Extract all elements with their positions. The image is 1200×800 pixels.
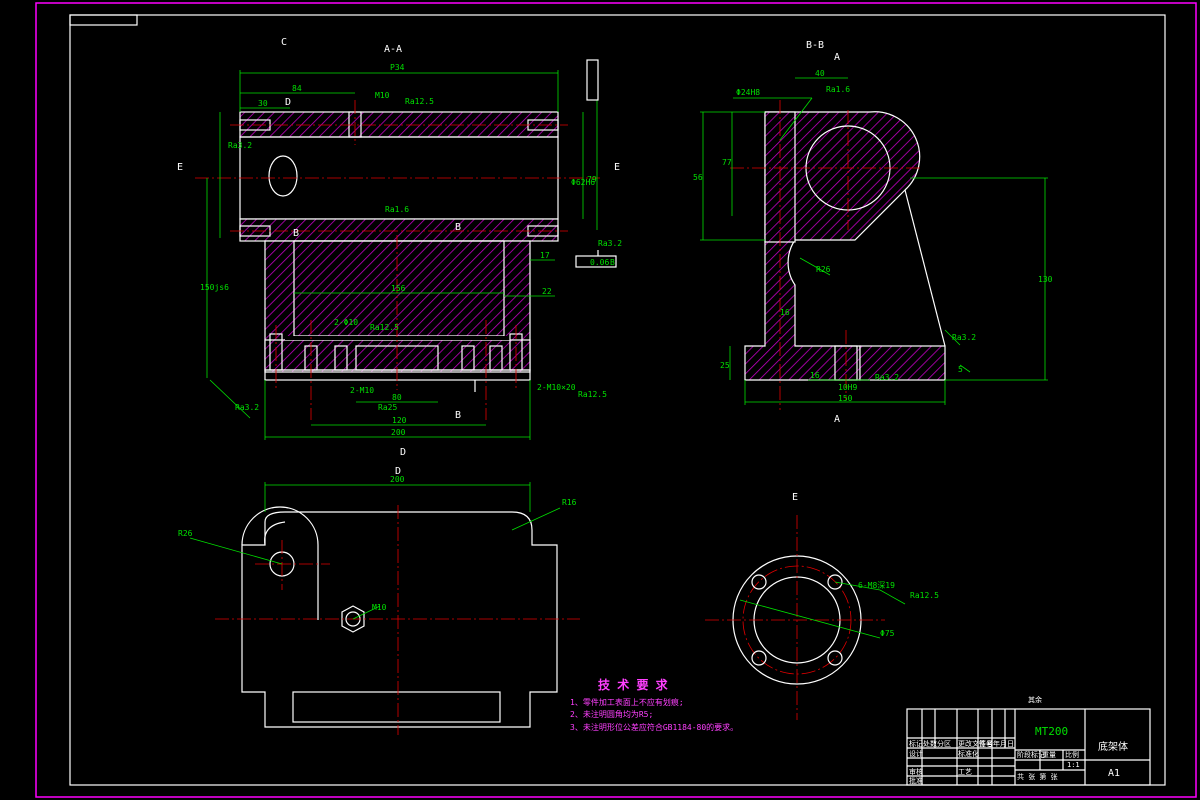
dim-77: 77 (722, 158, 732, 167)
dim-16b: 16 (810, 371, 820, 380)
dim-p34: P34 (390, 63, 405, 72)
dim-r26: R26 (816, 265, 831, 274)
marker-c: C (281, 37, 287, 48)
dim-40: 40 (815, 69, 825, 78)
dim-56: 56 (693, 173, 703, 182)
tb-cell-12: 重量 (1042, 751, 1056, 759)
dim-r26-d: R26 (178, 529, 193, 538)
ra-base: Ra3.2 (875, 373, 899, 382)
dim-25: 25 (720, 361, 730, 370)
ra-top: Ra12.5 (405, 97, 434, 106)
marker-b-section: B (455, 410, 461, 421)
tb-cell-1: 处数 (923, 739, 937, 748)
ra-bore: Ra3.2 (598, 239, 622, 248)
dim-75: Φ75 (880, 629, 895, 638)
dim-m10: M10 (375, 91, 390, 100)
dim-2-phi10: 2-Φ10 (334, 318, 358, 327)
tolerance-datum: B (610, 258, 615, 267)
dim-79: 79 (587, 175, 597, 184)
flange-view-e (705, 515, 906, 720)
notes-title: 技 术 要 求 (598, 677, 669, 692)
code-box (69, 14, 138, 26)
tb-cell-3: 更改文件号 (958, 739, 993, 748)
dim-2-m10: 2-M10 (350, 386, 374, 395)
tb-cell-10: 批准 (909, 776, 923, 785)
dim-120: 120 (392, 416, 407, 425)
dim-30: 30 (258, 99, 268, 108)
tb-cell-4: 签名 (979, 739, 993, 748)
marker-b-upper: B (293, 228, 299, 239)
section-aa-view (195, 59, 617, 440)
marker-a-top: A (834, 52, 840, 63)
dim-bore-62: Φ62H6 (571, 178, 595, 187)
ra-right: Ra3.2 (952, 333, 976, 342)
view-title-aa: A-A (384, 44, 402, 55)
ra-mid: Ra1.6 (385, 205, 409, 214)
view-title-e: E (792, 492, 798, 503)
marker-d-bottom: D (400, 447, 406, 458)
tolerance-value: 0.06 (590, 258, 609, 267)
note-1: 1、零件加工表面上不应有划痕; (570, 697, 684, 707)
sheet-size: A1 (1108, 768, 1120, 779)
ra-bb: Ra1.6 (826, 85, 850, 94)
roughness-note: 其余 (1028, 695, 1042, 704)
title-block (906, 708, 1151, 786)
dim-156: 156 (391, 284, 406, 293)
ra-25: Ra25 (378, 403, 397, 412)
dim-17: 17 (540, 251, 550, 260)
dim-24h8: Φ24H8 (736, 88, 760, 97)
tb-cell-6: 设计 (909, 749, 923, 758)
tb-cell-5: 年月日 (993, 739, 1014, 748)
drawing-frame (69, 14, 1166, 786)
view-title-bb: B-B (806, 40, 824, 51)
ra-left-bore: Ra3.2 (228, 141, 252, 150)
ra-e: Ra12.5 (910, 591, 939, 600)
dim-22: 22 (542, 287, 552, 296)
tb-cell-2: 分区 (937, 739, 951, 748)
dim-150: 150 (838, 394, 853, 403)
part-name: 底架体 (1098, 740, 1128, 753)
tb-cell-9: 工艺 (958, 768, 972, 776)
note-2: 2、未注明圆角均为R5; (570, 709, 653, 719)
tb-cell-14: 共 张 第 张 (1017, 772, 1058, 781)
dim-2-m10x20: 2-M10×20 (537, 383, 576, 392)
dim-10h9: 10H9 (838, 383, 857, 392)
marker-a-bottom: A (834, 414, 840, 425)
dim-84: 84 (292, 84, 302, 93)
dim-m10-d: M10 (372, 603, 387, 612)
dim-80: 80 (392, 393, 402, 402)
dim-5: 5 (958, 365, 963, 374)
tb-cell-11: 阶段标记 (1017, 750, 1045, 759)
dim-130: 130 (1038, 275, 1053, 284)
dim-150js6: 150js6 (200, 283, 229, 292)
holes-e: 6-M8深19 (858, 581, 895, 590)
view-title-d: D (395, 466, 401, 477)
note-3: 3、未注明形位公差应符合GB1184-80的要求。 (570, 722, 738, 732)
ra-hole: Ra12.5 (370, 323, 399, 332)
marker-b-lower: B (455, 222, 461, 233)
top-view-d (189, 482, 580, 735)
tb-cell-8: 审核 (909, 767, 923, 776)
tb-cell-13: 比例 (1065, 750, 1079, 759)
marker-e-left: E (177, 162, 183, 173)
model-code: MT200 (1035, 725, 1068, 738)
section-bb-view (700, 77, 1048, 410)
tb-cell-7: 标准化 (958, 749, 979, 758)
marker-d-top: D (285, 97, 291, 108)
tb-cell-0: 标记 (909, 739, 923, 748)
sheet-border (35, 2, 1197, 798)
ra-ne: Ra12.5 (578, 390, 607, 399)
dim-200-top: 200 (390, 475, 405, 484)
dim-200: 200 (391, 428, 406, 437)
scale: 1:1 (1067, 761, 1080, 769)
dim-r16: R16 (562, 498, 577, 507)
ra-left-base: Ra3.2 (235, 403, 259, 412)
marker-e-right: E (614, 162, 620, 173)
dim-16: 16 (780, 308, 790, 317)
